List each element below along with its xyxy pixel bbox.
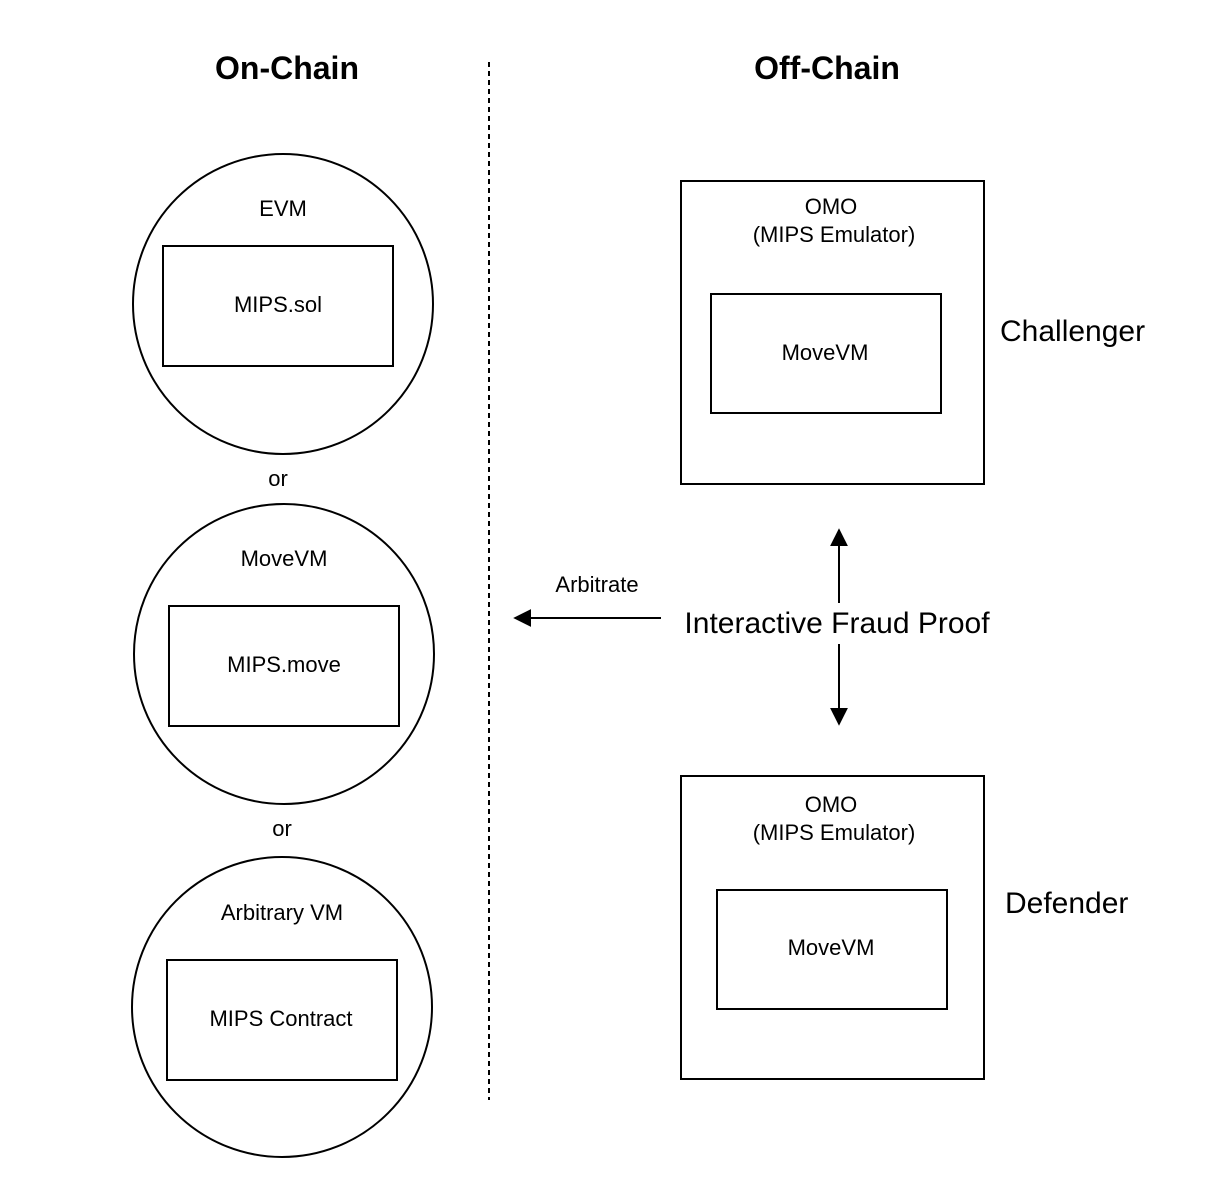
movevm-label: MoveVM bbox=[788, 935, 875, 960]
defender-node: OMO (MIPS Emulator) MoveVM Defender bbox=[680, 775, 1128, 1080]
vm-label: EVM bbox=[259, 196, 307, 221]
challenger-label: Challenger bbox=[1000, 315, 1145, 348]
defender-label: Defender bbox=[1005, 887, 1128, 920]
challenger-node: OMO (MIPS Emulator) MoveVM Challenger bbox=[680, 180, 1145, 485]
emulator-subtitle: (MIPS Emulator) bbox=[753, 222, 916, 247]
contract-box bbox=[168, 605, 400, 727]
vm-circle bbox=[131, 856, 433, 1158]
emulator-name: OMO bbox=[805, 792, 858, 817]
arbitrate-label: Arbitrate bbox=[555, 572, 638, 597]
emulator-subtitle: (MIPS Emulator) bbox=[753, 820, 916, 845]
emulator-box bbox=[680, 180, 985, 485]
off-chain-heading: Off-Chain bbox=[754, 50, 900, 86]
on-chain-vm-arbitrary: Arbitrary VM MIPS Contract bbox=[131, 856, 433, 1158]
contract-box bbox=[162, 245, 394, 367]
vm-label: Arbitrary VM bbox=[221, 900, 343, 925]
movevm-label: MoveVM bbox=[782, 340, 869, 365]
or-separator: or bbox=[268, 466, 288, 491]
on-chain-vm-evm: EVM MIPS.sol bbox=[132, 153, 434, 455]
contract-label: MIPS.move bbox=[227, 652, 341, 677]
emulator-name: OMO bbox=[805, 194, 858, 219]
movevm-box bbox=[716, 889, 948, 1010]
on-chain-vm-movevm: MoveVM MIPS.move bbox=[133, 503, 435, 805]
interactive-fraud-proof-label: Interactive Fraud Proof bbox=[684, 607, 990, 640]
vm-circle bbox=[132, 153, 434, 455]
emulator-box bbox=[680, 775, 985, 1080]
contract-label: MIPS Contract bbox=[209, 1006, 352, 1031]
on-chain-heading: On-Chain bbox=[215, 50, 359, 86]
contract-label: MIPS.sol bbox=[234, 292, 322, 317]
vm-label: MoveVM bbox=[241, 546, 328, 571]
movevm-box bbox=[710, 293, 942, 414]
or-separator: or bbox=[272, 816, 292, 841]
vm-circle bbox=[133, 503, 435, 805]
contract-box bbox=[166, 959, 398, 1081]
